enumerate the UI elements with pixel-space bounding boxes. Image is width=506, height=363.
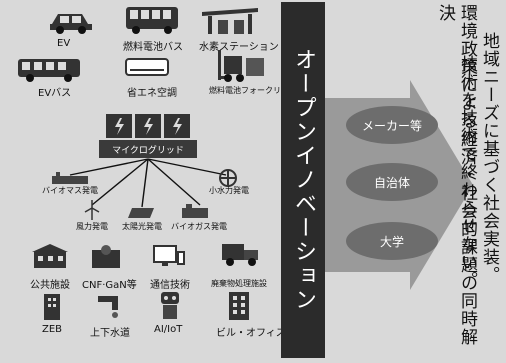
car-icon [48,8,94,34]
bus-icon [124,5,180,35]
microgrid-label: マイクログリッド [99,140,197,158]
biomass-plant-icon [50,172,90,186]
monitor-icon [152,244,186,270]
robot-icon [157,290,183,322]
statement-line-2: 技術を技術で終わらせない。 [457,55,477,289]
microgrid-connections [69,158,227,208]
ev-bus-label: EVバス [38,88,72,99]
statement-line-3: 環境政策による経済・社会的課題の同時解決 [435,4,477,346]
open-innovation-band: オープンイノベーション [281,2,325,358]
biogas-plant-icon [180,204,210,220]
wind-turbine-icon [84,200,100,220]
oval-manufacturers: メーカー等 [346,106,438,144]
fuel-cell-bus-label: 燃料電池バス [123,42,183,53]
water-sewer-label: 上下水道 [90,328,130,339]
energy-saving-ac-label: 省エネ空調 [127,88,177,99]
public-facility-icon [30,242,70,270]
waste-truck-icon [218,240,262,270]
battery-icon [104,112,192,140]
oval-municipality: 自治体 [346,163,438,201]
cnf-gan-label: CNF·GaN等 [82,280,137,291]
solar-label: 太陽光発電 [122,222,162,231]
small-hydro-icon [215,169,241,187]
material-icon [90,244,122,270]
open-innovation-label: オープンイノベーション [291,48,316,312]
hydrogen-station-label: 水素ステーション [199,42,279,53]
ev-label: EV [57,38,71,49]
biomass-label: バイオマス発電 [42,186,98,195]
small-hydro-label: 小水力発電 [209,186,249,195]
statement-line-1: 地域ニーズに基づく社会実装。 [479,32,499,284]
building-icon [38,290,66,322]
hydrogen-station-icon [200,6,260,36]
fuel-cell-forklift-label: 燃料電池フォークリフト [209,86,297,95]
zeb-label: ZEB [42,324,63,335]
solar-panel-icon [128,206,156,220]
oval-university: 大学 [346,222,438,260]
faucet-icon [96,292,124,320]
communication-tech-label: 通信技術 [150,280,190,291]
biogas-label: バイオガス発電 [171,222,227,231]
public-facility-label: 公共施設 [30,280,70,291]
air-conditioner-icon [124,57,170,79]
ev-bus-icon [16,57,82,83]
office-label: ビル・オフィス [216,328,286,339]
office-building-icon [226,290,252,322]
forklift-icon [214,48,268,84]
waste-facility-label: 廃棄物処理施設 [211,279,267,288]
ai-iot-label: AI/IoT [154,324,183,335]
wind-label: 風力発電 [76,222,108,231]
